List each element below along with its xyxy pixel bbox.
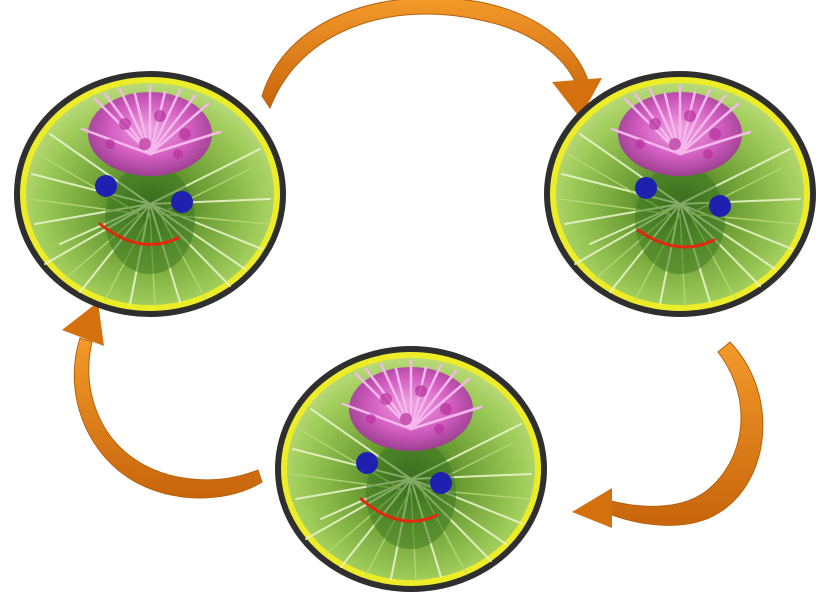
right-eye (171, 191, 193, 213)
thistle-face-bottom-center (275, 346, 547, 592)
thistle-face-top-left (14, 71, 286, 317)
left-eye (635, 177, 657, 199)
left-eye (356, 452, 378, 474)
thistle-face-top-right (544, 71, 816, 317)
arrow-top (262, 0, 602, 118)
arrow-left (62, 302, 262, 498)
right-eye (430, 472, 452, 494)
arrow-right (572, 342, 763, 528)
right-eye (709, 195, 731, 217)
left-eye (95, 175, 117, 197)
